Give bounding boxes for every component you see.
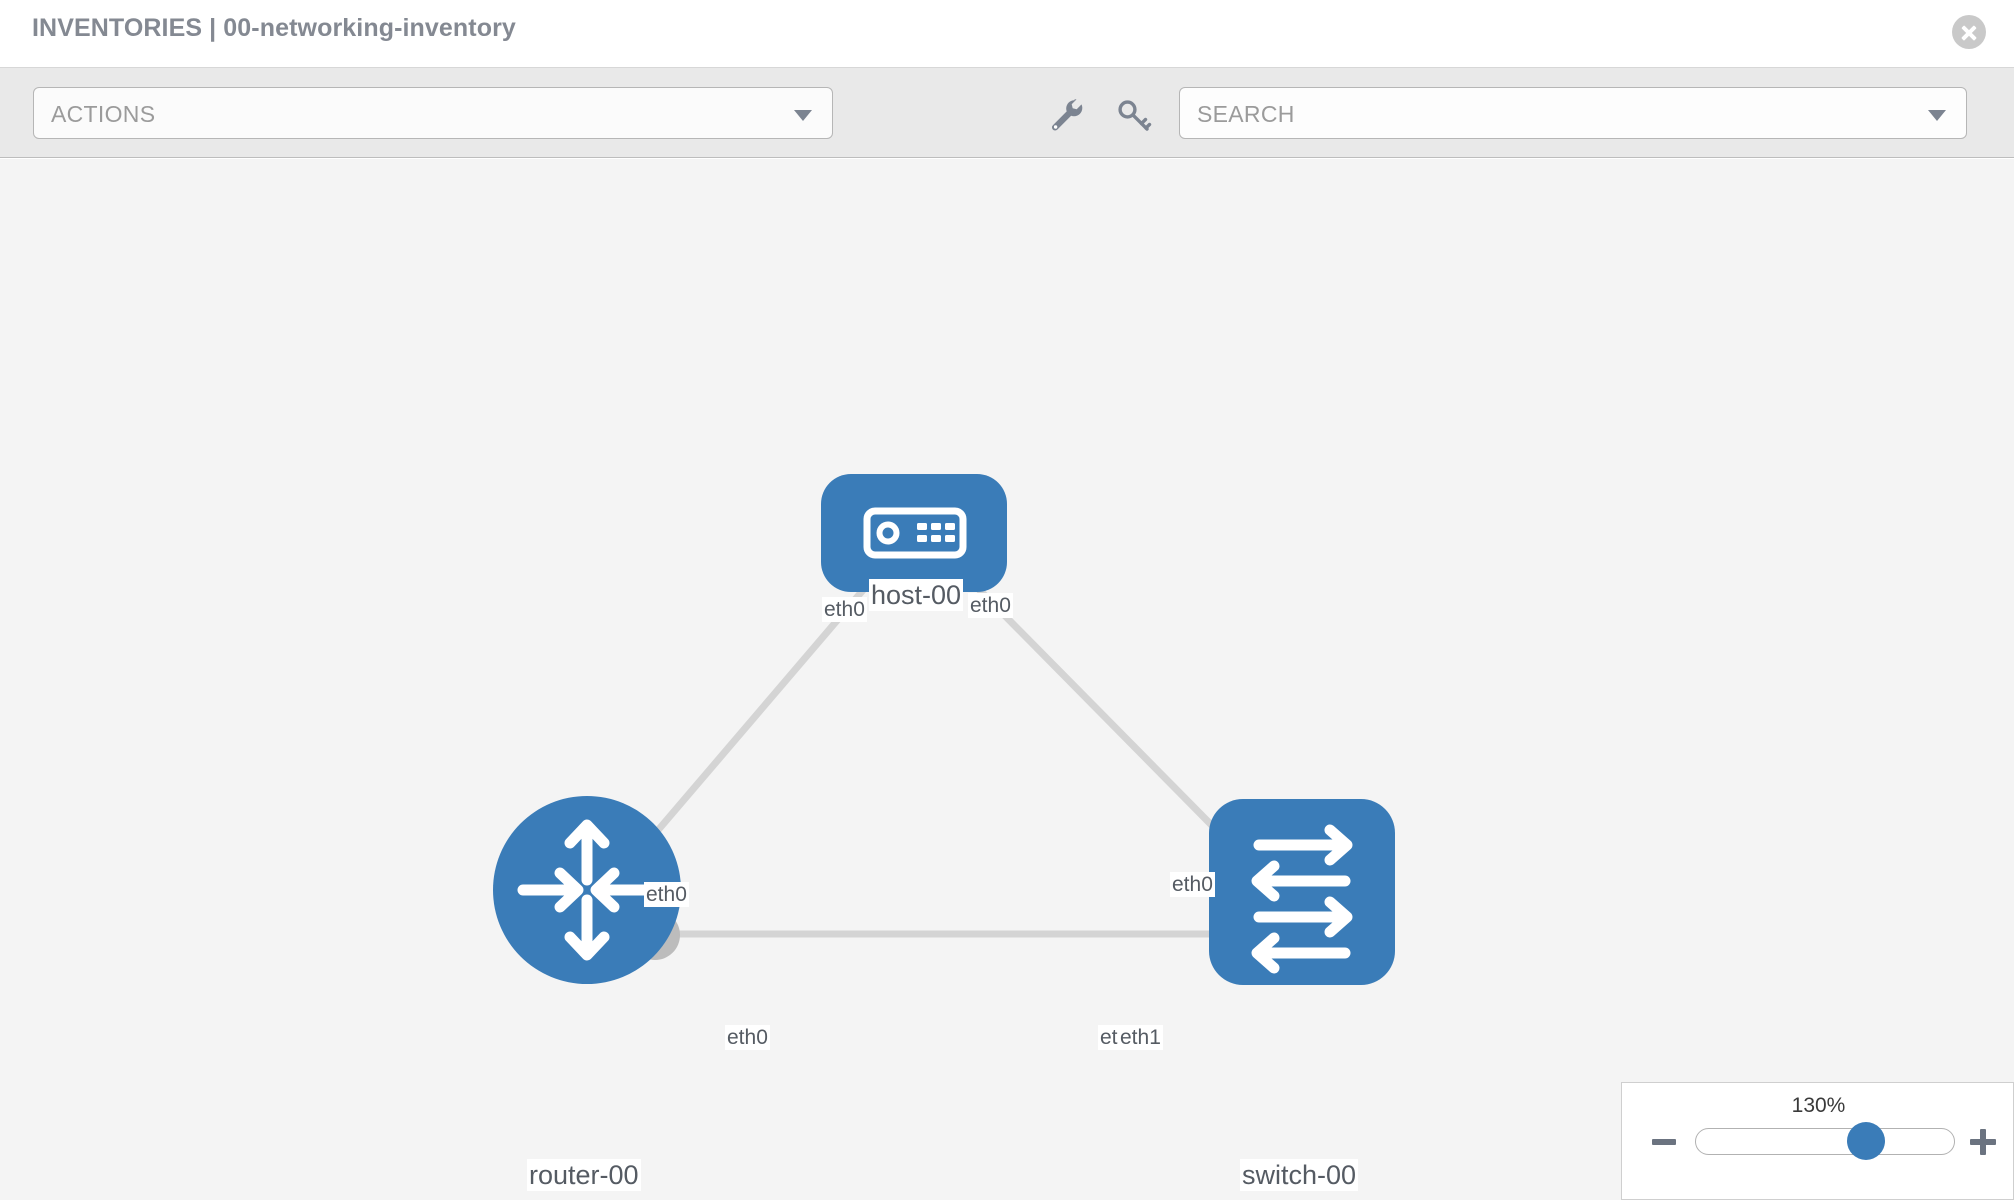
edge-label-router-up: eth0 (644, 882, 689, 907)
zoom-level-label: 130% (1791, 1094, 1846, 1117)
node-switch-00[interactable] (1209, 799, 1395, 985)
node-label-switch-00: switch-00 (1240, 1159, 1359, 1191)
edge-label-switch-left: eth1 (1118, 1025, 1163, 1050)
edge-label-router-right: eth0 (725, 1025, 770, 1050)
router-arrows-icon (517, 819, 657, 961)
edge-label-host-right: eth0 (968, 593, 1013, 618)
wrench-icon[interactable] (1047, 96, 1085, 134)
node-label-host-00: host-00 (869, 579, 964, 611)
actions-dropdown[interactable]: ACTIONS (33, 87, 833, 139)
key-icon[interactable] (1114, 96, 1152, 134)
toolbar: ACTIONS SEARCH (0, 68, 2014, 158)
zoom-out-button[interactable] (1652, 1139, 1676, 1145)
topology-graph[interactable] (0, 159, 2014, 1200)
zoom-slider-handle[interactable] (1847, 1122, 1885, 1160)
topology-canvas[interactable]: eth0 eth0 eth0 eth0 eth0 eth eth1 host-0… (0, 159, 2014, 1200)
chevron-down-icon (1928, 110, 1946, 121)
switch-arrows-icon (1251, 824, 1353, 974)
zoom-in-button[interactable] (1970, 1129, 1996, 1155)
zoom-slider-track[interactable] (1695, 1128, 1955, 1155)
header-bar: INVENTORIES | 00-networking-inventory (0, 0, 2014, 68)
edge-label-host-left: eth0 (822, 597, 867, 622)
close-icon[interactable] (1952, 15, 1986, 49)
zoom-in-vertical-stroke (1980, 1129, 1986, 1155)
node-router-00[interactable] (493, 796, 681, 984)
search-input[interactable]: SEARCH (1179, 87, 1967, 139)
node-host-00[interactable] (821, 474, 1007, 592)
search-placeholder: SEARCH (1197, 101, 1295, 127)
edge-label-switch-up: eth0 (1170, 872, 1215, 897)
page-title: INVENTORIES | 00-networking-inventory (32, 14, 516, 42)
actions-dropdown-label: ACTIONS (51, 101, 156, 127)
node-label-router-00: router-00 (527, 1159, 641, 1191)
server-icon (863, 507, 967, 559)
zoom-control-panel: 130% (1621, 1082, 2014, 1200)
chevron-down-icon (794, 110, 812, 121)
